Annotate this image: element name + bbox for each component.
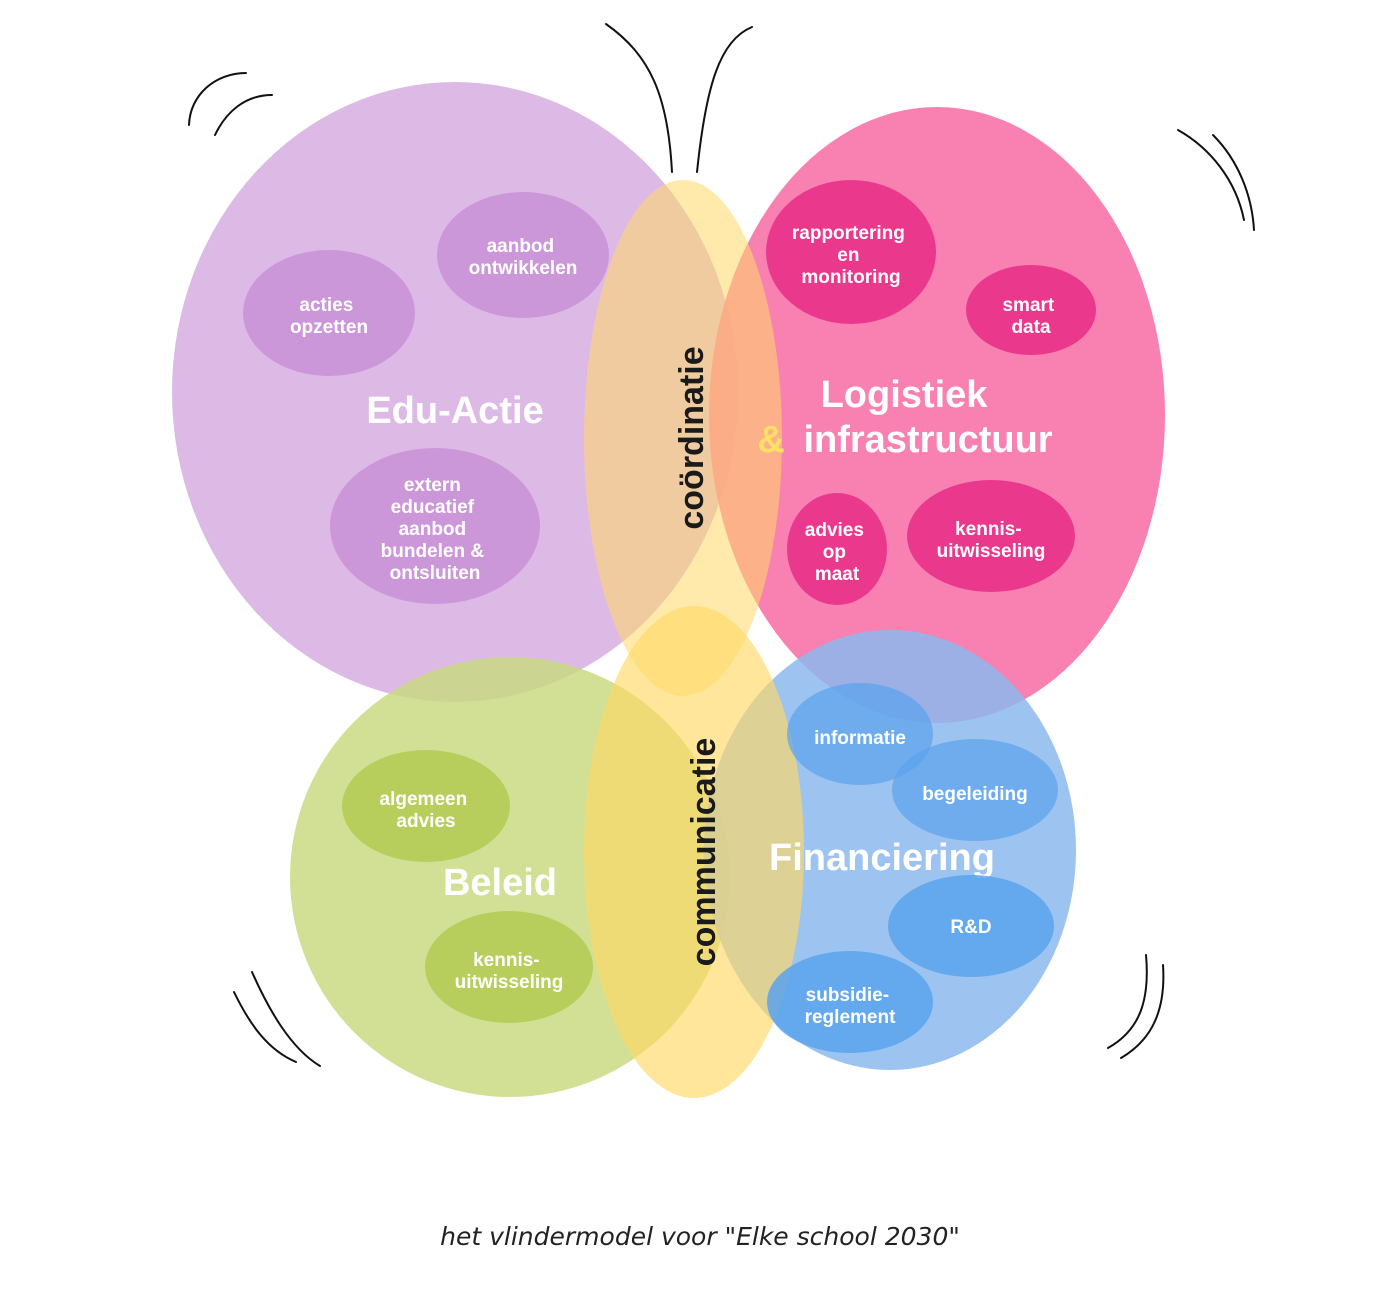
motion-mark-bottom-left-2 [251,971,321,1067]
antenna-left [605,23,673,173]
motion-mark-bottom-left-1 [233,991,297,1063]
motion-mark-top-right-1 [1177,129,1245,221]
bubble-informatie-label: informatie [814,728,906,749]
bubble-rnd-label: R&D [950,917,991,938]
bubble-algemeen-advies [342,750,510,862]
bubble-smart-data-label: smart data [1002,295,1059,338]
bubble-acties-opzetten-label: acties opzetten [290,295,368,338]
bubble-rnd [888,875,1054,977]
bubble-kennis-uitwisseling-bottom-label: kennis- uitwisseling [455,950,564,993]
bubble-aanbod-ontwikkelen [437,192,609,318]
wing-title-logistiek-line1: Logistiek [821,374,989,416]
body-bottom-ellipse [584,606,804,1098]
wing-title-logistiek-line2: & infrastructuur [757,419,1052,461]
bubble-begeleiding [892,739,1058,841]
wing-title-financiering: Financiering [769,837,995,879]
body-top-ellipse [584,180,782,696]
bubble-subsidiereglement [767,951,933,1053]
bubble-acties-opzetten [243,250,415,376]
motion-mark-bottom-right-1 [1107,954,1148,1049]
body-label-coordinatie: coördinatie [673,346,711,529]
bubble-informatie [787,683,933,785]
wing-title-edu-actie: Edu-Actie [366,390,543,432]
bubble-algemeen-advies-label: algemeen advies [380,789,473,832]
bubble-rapportering-label: rapportering en monitoring [792,223,910,288]
bubble-subsidiereglement-label: subsidie- reglement [805,985,896,1028]
wing-title-beleid: Beleid [443,862,557,904]
bubble-extern-educatief-aanbod-label: extern educatief aanbod bundelen & ontsl… [381,475,490,584]
bubble-aanbod-ontwikkelen-label: aanbod ontwikkelen [469,236,578,279]
bubble-rapportering [766,180,936,324]
antenna-right [696,26,753,173]
ampersand: & [757,419,784,461]
bubble-advies-op-maat [787,493,887,605]
motion-mark-top-left-1 [188,72,247,126]
motion-mark-top-right-2 [1212,134,1255,231]
bubble-kennis-uitwisseling-bottom [425,911,593,1023]
bubble-extern-educatief-aanbod [330,448,540,604]
bubble-advies-op-maat-label: advies op maat [805,520,869,585]
motion-mark-bottom-right-2 [1120,964,1165,1059]
body-label-communicatie: communicatie [685,738,723,967]
bubble-smart-data [966,265,1096,355]
bubble-kennis-uitwisseling-top [907,480,1075,592]
bubble-begeleiding-label: begeleiding [922,784,1028,805]
motion-mark-top-left-2 [214,94,273,136]
caption: het vlindermodel voor "Elke school 2030" [440,1222,960,1251]
bubble-kennis-uitwisseling-top-label: kennis- uitwisseling [937,519,1046,562]
